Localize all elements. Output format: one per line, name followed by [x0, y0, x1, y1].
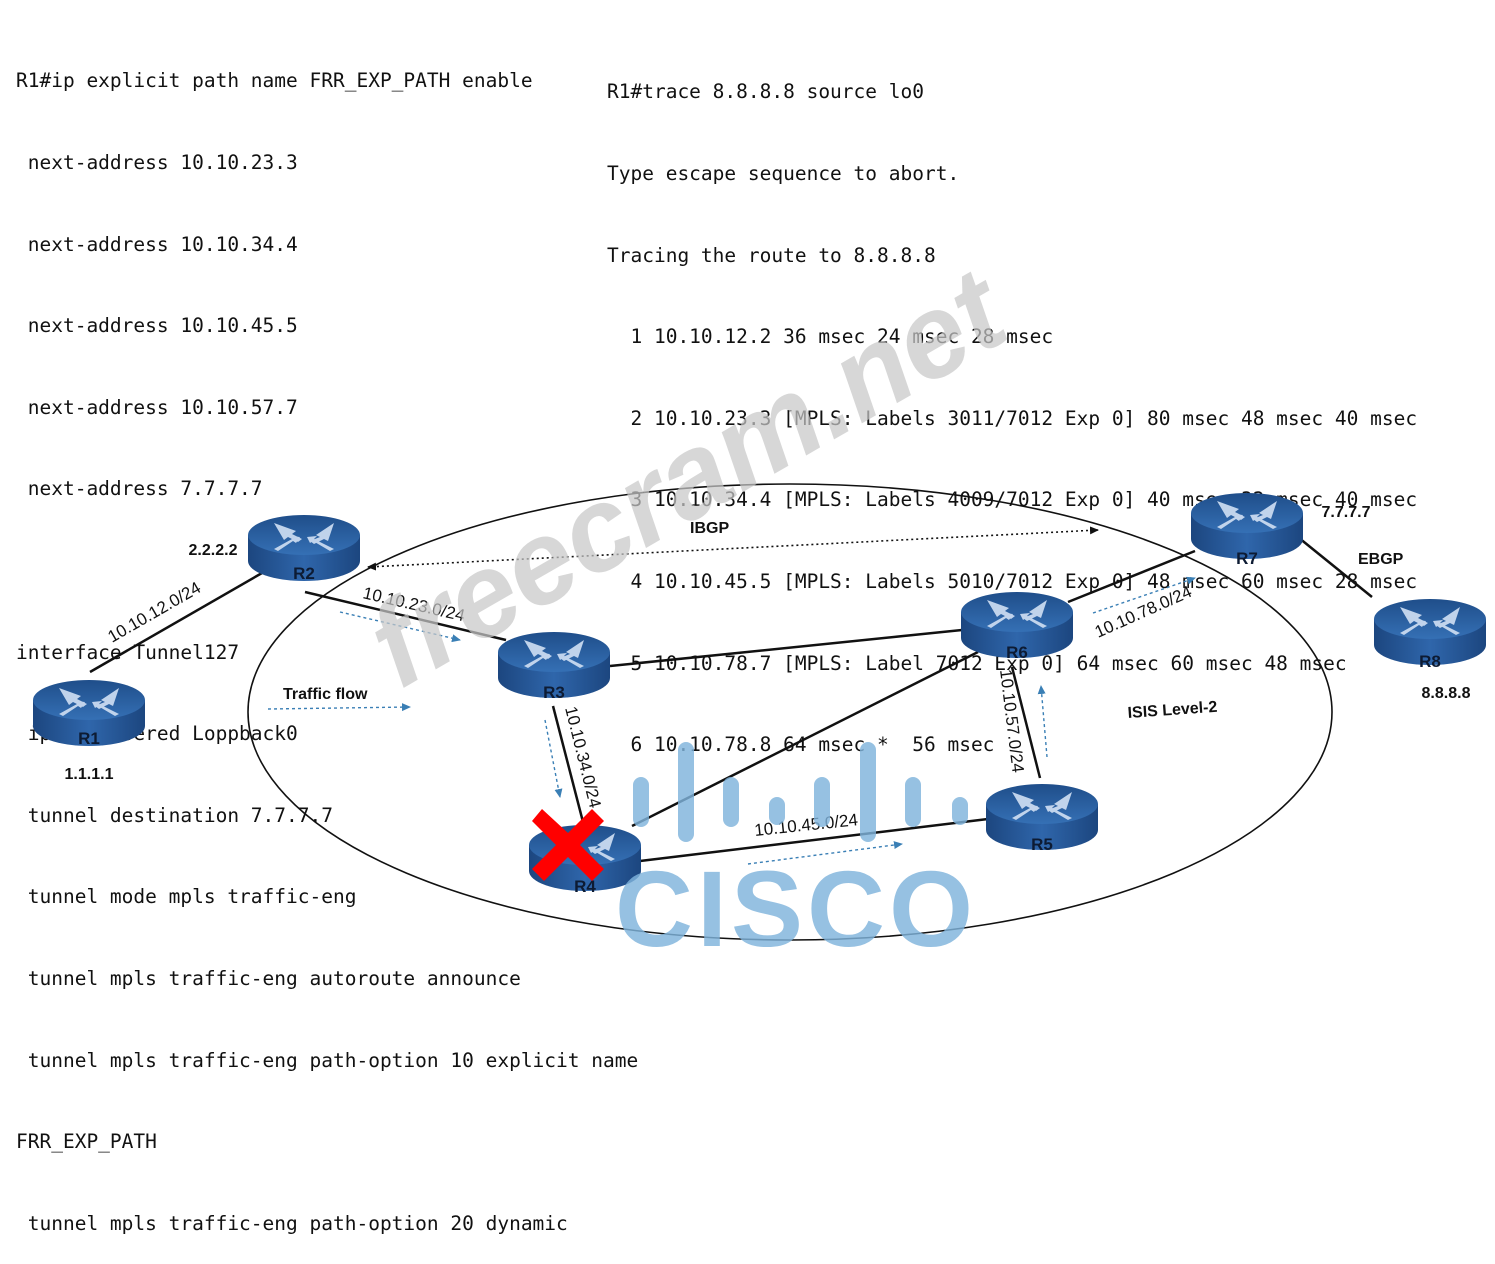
config-line: tunnel mpls traffic-eng path-option 10 e…: [16, 1048, 639, 1072]
cisco-wordmark-watermark: CISCO: [615, 848, 977, 950]
router-r8-name: R8: [1419, 652, 1441, 671]
router-r3: R3: [498, 632, 610, 702]
trace-hop: 1 10.10.12.2 36 msec 24 msec 28 msec: [607, 325, 1054, 349]
config-line: next-address 10.10.23.3: [16, 151, 298, 174]
config-line: tunnel mpls traffic-eng autoroute announ…: [16, 966, 521, 990]
link-r3-r6: [609, 628, 963, 668]
flow-arrow-r4-r5: [747, 841, 903, 865]
trace-line: Tracing the route to 8.8.8.8: [607, 243, 936, 267]
flow-arrow-r5-r6: [1037, 685, 1048, 758]
config-line: tunnel mode mpls traffic-eng: [16, 885, 357, 909]
router-r7: R7: [1191, 493, 1303, 568]
router-failure-icon: [532, 809, 604, 881]
site-watermark: freecram.net: [347, 242, 1031, 713]
isis-domain-label: ISIS Level-2: [1127, 699, 1218, 722]
config-line: interface Tunnel127: [16, 640, 240, 664]
config-line: next-address 10.10.34.4: [16, 232, 298, 256]
config-line: next-address 7.7.7.7: [16, 477, 263, 501]
link-r6-r7: [1067, 549, 1196, 604]
router-r1: R1: [33, 680, 145, 748]
router-r5-name: R5: [1031, 835, 1053, 854]
router-r3-name: R3: [543, 683, 565, 702]
link-label-r3-r4: 10.10.34.0/24: [561, 704, 605, 809]
router-r4: R4: [529, 825, 641, 896]
router-r2-name: R2: [293, 564, 315, 583]
link-r5-r6: [1010, 666, 1042, 779]
traffic-flow-label: Traffic flow: [283, 686, 368, 703]
traffic-flow-legend-arrow: [267, 703, 411, 712]
router-r8-address: 8.8.8.8: [1422, 685, 1471, 702]
router-r6-name: R6: [1006, 643, 1028, 662]
network-topology-diagram: 10.10.12.0/24 10.10.23.0/24 10.10.34.0/2…: [33, 242, 1486, 950]
ibgp-label: IBGP: [690, 520, 729, 537]
link-label-r6-r7: 10.10.78.0/24: [1092, 582, 1195, 642]
config-line: next-address 10.10.45.5: [16, 314, 298, 338]
router-r8: R8: [1374, 599, 1486, 671]
flow-arrow-r2-r3: [339, 611, 461, 643]
link-r2-r3: [304, 590, 507, 642]
isis-domain-boundary: [247, 483, 1333, 941]
flow-arrow-r3-r4: [544, 719, 563, 798]
config-line: next-address 10.10.57.7: [16, 395, 298, 419]
router-r2-address: 2.2.2.2: [189, 542, 238, 559]
router-r6: R6: [961, 592, 1073, 662]
router-r1-address: 1.1.1.1: [65, 766, 114, 783]
link-r4-r5: [639, 817, 989, 863]
trace-line: Type escape sequence to abort.: [607, 162, 960, 185]
config-line: tunnel destination 7.7.7.7: [16, 803, 333, 827]
link-label-r5-r6: 10.10.57.0/24: [996, 668, 1028, 774]
config-line: FRR_EXP_PATH: [16, 1130, 157, 1154]
router-r7-address: 7.7.7.7: [1322, 504, 1371, 521]
ibgp-session-arrow: [367, 529, 1099, 571]
cisco-logo-watermark: [633, 742, 968, 842]
link-r3-r4: [551, 705, 585, 823]
trace-hop: 4 10.10.45.5 [MPLS: Labels 5010/7012 Exp…: [607, 569, 1418, 593]
router-r5: R5: [986, 784, 1098, 854]
trace-hop: 2 10.10.23.3 [MPLS: Labels 3011/7012 Exp…: [607, 406, 1418, 430]
router-r2: R2: [248, 515, 360, 583]
ebgp-label: EBGP: [1358, 551, 1404, 568]
config-line: tunnel mpls traffic-eng path-option 20 d…: [16, 1211, 568, 1235]
link-r1-r2: [89, 571, 263, 674]
config-line: R1#ip explicit path name FRR_EXP_PATH en…: [16, 69, 533, 93]
router-r7-name: R7: [1236, 549, 1258, 568]
router-r4-name: R4: [574, 877, 596, 896]
trace-line: R1#trace 8.8.8.8 source lo0: [607, 80, 924, 104]
router-r1-name: R1: [78, 729, 100, 748]
